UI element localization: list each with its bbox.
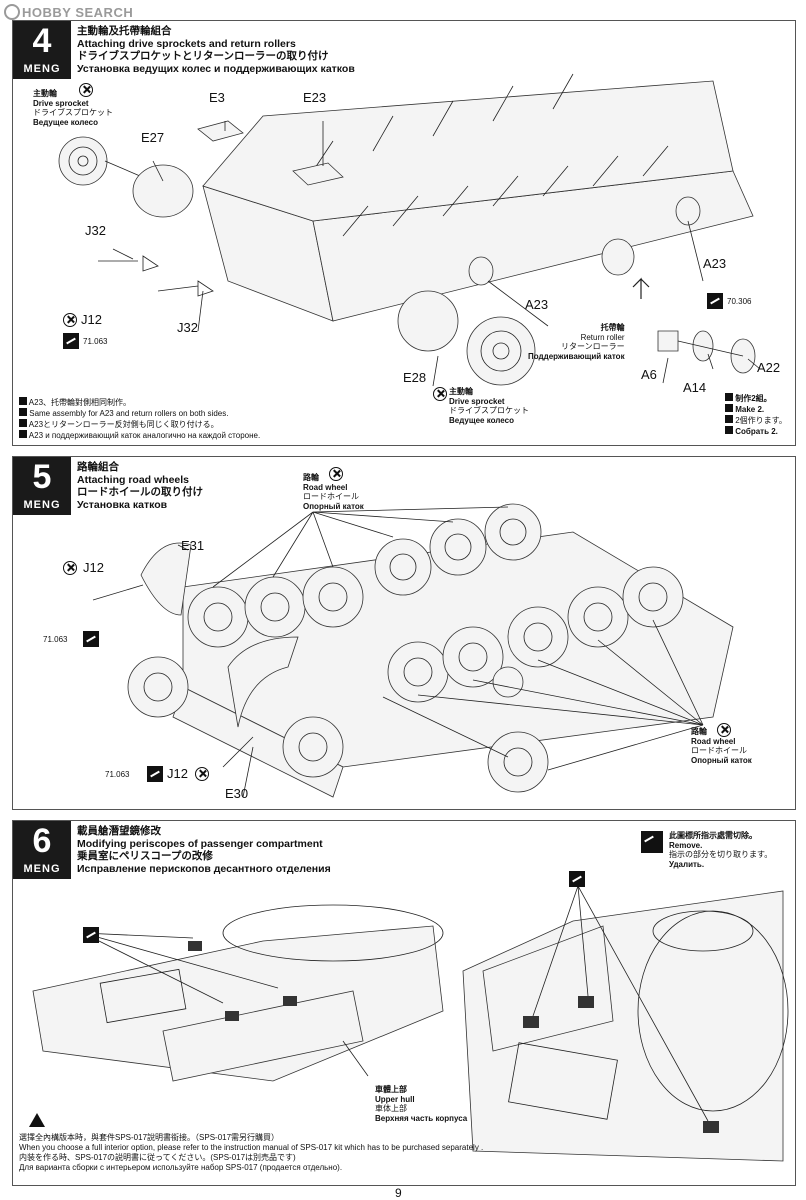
step-title: 主動輪及托帶輪組合 Attaching drive sprockets and … (77, 25, 355, 75)
part-label: E3 (209, 90, 225, 105)
no-glue-icon (63, 313, 77, 327)
part-label: J32 (85, 223, 106, 238)
no-glue-icon (717, 723, 731, 737)
part-label: E28 (403, 370, 427, 385)
road-wheel-label-top: 路輪 Road wheel ロードホイール Опорный каток (303, 473, 364, 511)
part-label: E31 (181, 538, 205, 553)
step-number-box: 4 MENG (13, 21, 71, 79)
warning-icon (29, 1113, 45, 1127)
paint-brush-icon (147, 766, 163, 782)
paint-brush-icon (63, 333, 79, 349)
no-glue-icon (63, 561, 77, 575)
step-number-box: 6 MENG (13, 821, 71, 879)
brand-logo: MENG (23, 63, 61, 75)
step-number: 6 (32, 822, 52, 860)
paint-brush-icon (707, 293, 723, 309)
brand-logo: MENG (23, 863, 61, 875)
part-label: J12 (81, 312, 102, 327)
part-label: J12 (167, 766, 188, 781)
step-number: 4 (32, 22, 52, 60)
part-label: A23 (703, 256, 727, 271)
paint-code: 71.063 (43, 635, 68, 644)
drive-sprocket-label-bottom: 主動輪 Drive sprocket ドライブスプロケット Ведущее ко… (449, 387, 529, 425)
part-label: A23 (525, 297, 549, 312)
part-label: A22 (757, 360, 781, 375)
paint-code: 70.306 (727, 297, 752, 306)
step-5-illustration (92, 503, 734, 798)
cut-icon (83, 927, 99, 943)
part-label: A6 (641, 367, 657, 382)
paint-code: 71.063 (105, 770, 130, 779)
part-label: A14 (683, 380, 707, 395)
step-6-panel: 6 MENG 載員艙潛望鏡修改 Modifying periscopes of … (12, 820, 796, 1186)
drive-sprocket-label-top: 主動輪 Drive sprocket ドライブスプロケット Ведущее ко… (33, 89, 113, 127)
step-4-panel: 4 MENG 主動輪及托帶輪組合 Attaching drive sprocke… (12, 20, 796, 446)
make-two-note: 制作2組。 Make 2. 2個作ります。 Собрать 2. (725, 393, 787, 437)
step-number: 5 (32, 458, 52, 496)
step-6-illustration (32, 885, 789, 1162)
brand-logo: MENG (23, 499, 61, 511)
page-number: 9 (395, 1186, 402, 1200)
no-glue-icon (329, 467, 343, 481)
part-label: E27 (141, 130, 165, 145)
cut-icon (641, 831, 663, 853)
cut-icon (569, 871, 585, 887)
no-glue-icon (79, 83, 93, 97)
return-roller-label: 托帶輪 Return roller リターンローラー Поддерживающи… (528, 323, 625, 361)
no-glue-icon (433, 387, 447, 401)
upper-hull-label: 車體上部 Upper hull 車体上部 Верхняя часть корпу… (375, 1085, 468, 1123)
warning-note: 選擇全內構版本時，與套件SPS-017說明書銜接。（SPS-017需另行購買） … (19, 1133, 484, 1172)
part-label: J32 (177, 320, 198, 335)
watermark: HOBBY SEARCH (4, 4, 133, 20)
step-4-illustration (58, 73, 761, 387)
road-wheel-label-right: 路輪 Road wheel ロードホイール Опорный каток (691, 727, 752, 765)
assembly-note: A23、托帶輪對側相同制作。 Same assembly for A23 and… (19, 397, 260, 441)
paint-brush-icon (83, 631, 99, 647)
step-title: 載員艙潛望鏡修改 Modifying periscopes of passeng… (77, 825, 331, 875)
step-number-box: 5 MENG (13, 457, 71, 515)
paint-code: 71.063 (83, 337, 108, 346)
step-5-panel: 5 MENG 路輪組合 Attaching road wheels ロードホイー… (12, 456, 796, 810)
part-label: J12 (83, 560, 104, 575)
part-label: E30 (225, 786, 249, 801)
step-title: 路輪組合 Attaching road wheels ロードホイールの取り付け … (77, 461, 203, 511)
part-label: E23 (303, 90, 327, 105)
remove-note: 此圖標所指示處需切除。 Remove. 指示の部分を切り取ります。 Удалит… (669, 831, 773, 869)
no-glue-icon (195, 767, 209, 781)
